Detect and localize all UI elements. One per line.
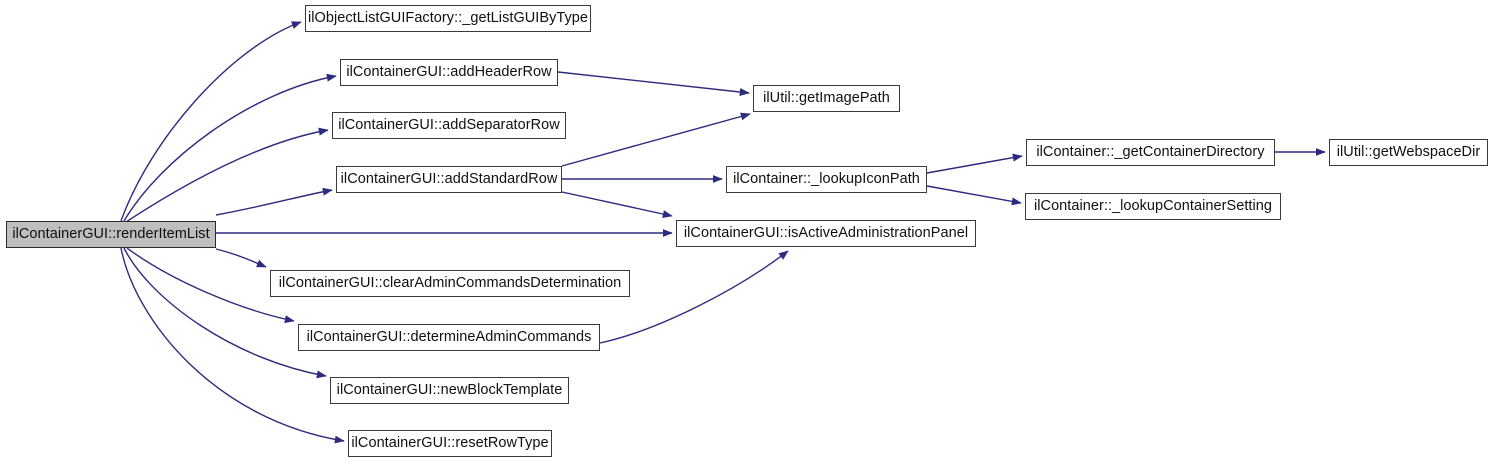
graph-node-addStandardRow[interactable]: ilContainerGUI::addStandardRow — [336, 166, 562, 193]
graph-node-label: ilContainer::_lookupContainerSetting — [1034, 198, 1272, 215]
graph-node-label: ilContainerGUI::determineAdminCommands — [306, 329, 592, 346]
graph-node-label: ilUtil::getWebspaceDir — [1336, 144, 1481, 161]
edge-renderItemList-addHeaderRow — [123, 73, 337, 222]
edge-renderItemList-getListGUIByType — [120, 21, 302, 222]
edge-renderItemList-clearAdminCommandsDetermination — [215, 248, 267, 268]
graph-node-label: ilContainerGUI::addStandardRow — [340, 171, 558, 188]
edge-renderItemList-determineAdminCommands — [126, 247, 295, 324]
graph-node-label: ilContainerGUI::clearAdminCommandsDeterm… — [278, 275, 622, 292]
graph-node-determineAdminCommands[interactable]: ilContainerGUI::determineAdminCommands — [298, 324, 600, 351]
graph-node-isActiveAdministrationPanel[interactable]: ilContainerGUI::isActiveAdministrationPa… — [676, 220, 976, 247]
graph-node-label: ilContainerGUI::addHeaderRow — [346, 64, 552, 81]
edge-renderItemList-newBlockTemplate — [123, 247, 327, 379]
graph-node-label: ilContainerGUI::renderItemList — [12, 226, 210, 243]
graph-node-label: ilContainerGUI::addSeparatorRow — [338, 117, 560, 134]
edge-addStandardRow-getImagePath — [561, 112, 751, 167]
graph-node-getImagePath[interactable]: ilUtil::getImagePath — [753, 85, 900, 112]
graph-node-clearAdminCommandsDetermination[interactable]: ilContainerGUI::clearAdminCommandsDeterm… — [270, 270, 630, 297]
graph-node-addHeaderRow[interactable]: ilContainerGUI::addHeaderRow — [340, 59, 558, 86]
graph-node-resetRowType[interactable]: ilContainerGUI::resetRowType — [348, 430, 552, 457]
graph-node-newBlockTemplate[interactable]: ilContainerGUI::newBlockTemplate — [330, 377, 569, 404]
graph-node-label: ilObjectListGUIFactory::_getListGUIByTyp… — [307, 10, 589, 27]
graph-node-label: ilContainerGUI::isActiveAdministrationPa… — [683, 225, 969, 242]
graph-node-getWebspaceDir[interactable]: ilUtil::getWebspaceDir — [1329, 139, 1488, 166]
graph-node-label: ilContainerGUI::resetRowType — [351, 435, 549, 452]
graph-node-label: ilContainer::_lookupIconPath — [733, 171, 920, 188]
edge-renderItemList-addStandardRow — [215, 187, 333, 216]
graph-node-lookupContainerSetting[interactable]: ilContainer::_lookupContainerSetting — [1025, 193, 1281, 220]
graph-node-renderItemList[interactable]: ilContainerGUI::renderItemList — [6, 221, 216, 248]
graph-node-label: ilUtil::getImagePath — [763, 90, 890, 107]
edge-lookupIconPath-lookupContainerSetting — [926, 185, 1022, 206]
edge-determineAdminCommands-isActiveAdministrationPanel — [599, 250, 789, 344]
graph-node-label: ilContainer::_getContainerDirectory — [1036, 144, 1265, 161]
edge-lookupIconPath-getContainerDirectory — [926, 153, 1023, 174]
edge-renderItemList-addSeparatorRow — [125, 127, 329, 223]
graph-node-lookupIconPath[interactable]: ilContainer::_lookupIconPath — [726, 166, 927, 193]
graph-node-getContainerDirectory[interactable]: ilContainer::_getContainerDirectory — [1026, 139, 1275, 166]
graph-node-getListGUIByType[interactable]: ilObjectListGUIFactory::_getListGUIByTyp… — [305, 5, 591, 32]
edge-addHeaderRow-getImagePath — [557, 71, 750, 96]
graph-node-label: ilContainerGUI::newBlockTemplate — [336, 382, 563, 399]
graph-node-addSeparatorRow[interactable]: ilContainerGUI::addSeparatorRow — [332, 112, 566, 139]
edge-addStandardRow-isActiveAdministrationPanel — [561, 191, 673, 218]
edge-renderItemList-resetRowType — [120, 247, 345, 444]
